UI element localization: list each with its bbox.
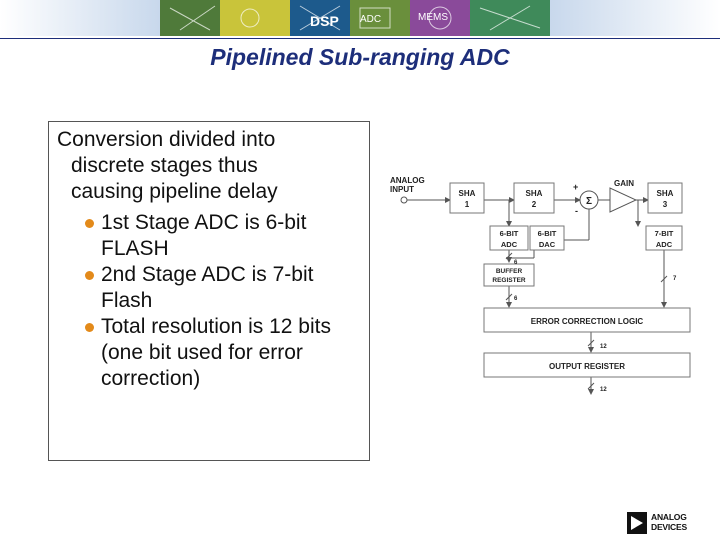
bullet-dot (85, 219, 94, 228)
header-rule (0, 38, 720, 39)
bullet-line: Flash (101, 289, 153, 312)
error-correction-logic-block: ERROR CORRECTION LOGIC (483, 307, 691, 333)
bullet-line: correction) (101, 367, 201, 390)
svg-text:Σ: Σ (586, 196, 592, 207)
header-banner: DSP ADC MEMS (0, 0, 720, 36)
svg-text:ANALOG: ANALOG (390, 176, 425, 185)
adc2-block: 7-BIT ADC (645, 225, 683, 251)
sha2-block: SHA 2 (513, 182, 555, 214)
bullet-line: 2nd Stage ADC is 7-bit (101, 263, 314, 286)
bullet-line: 1st Stage ADC is 6-bit (101, 211, 307, 234)
analog-devices-logo: ANALOG DEVICES (627, 512, 707, 536)
banner-dsp-label: DSP (310, 13, 339, 29)
output-register-block: OUTPUT REGISTER (483, 352, 691, 378)
intro-line: Conversion divided into (57, 128, 276, 151)
logo-wordmark: ANALOG DEVICES (651, 512, 687, 532)
svg-text:SHA: SHA (657, 189, 674, 198)
svg-text:ADC: ADC (501, 240, 518, 249)
bullet-dot (85, 323, 94, 332)
bus-width-label: 7 (673, 276, 677, 282)
svg-text:-: - (575, 206, 578, 216)
pipeline-adc-diagram: ANALOG INPUT SHA 1 SHA 2 Σ + - GAIN SHA … (384, 170, 700, 400)
intro-line: causing pipeline delay (71, 180, 278, 203)
svg-text:7-BIT: 7-BIT (655, 229, 674, 238)
bullet-line: (one bit used for error (101, 341, 303, 364)
bus-width-label: 6 (514, 296, 518, 302)
svg-text:INPUT: INPUT (390, 185, 414, 194)
sha1-block: SHA 1 (449, 182, 485, 214)
bus-width-label: 12 (600, 344, 607, 350)
svg-text:6-BIT: 6-BIT (538, 229, 557, 238)
analog-input-label: ANALOG INPUT (390, 176, 425, 194)
svg-text:SHA: SHA (526, 189, 543, 198)
svg-text:1: 1 (465, 200, 470, 209)
svg-text:OUTPUT REGISTER: OUTPUT REGISTER (549, 362, 625, 371)
bullet-line: Total resolution is 12 bits (101, 315, 331, 338)
banner-mems-label: MEMS (418, 12, 448, 23)
sha3-block: SHA 3 (647, 182, 683, 214)
logo-line-2: DEVICES (651, 522, 687, 532)
banner-adc-label: ADC (360, 14, 381, 25)
svg-text:GAIN: GAIN (614, 179, 634, 188)
bus-width-label: 12 (600, 387, 607, 393)
gain-amplifier: GAIN (609, 179, 638, 213)
slide-title: Pipelined Sub-ranging ADC (210, 44, 510, 70)
svg-text:ERROR CORRECTION LOGIC: ERROR CORRECTION LOGIC (531, 317, 644, 326)
adc1-block: 6-BIT ADC (489, 225, 529, 251)
svg-text:3: 3 (663, 200, 668, 209)
bullet-dot (85, 271, 94, 280)
svg-text:REGISTER: REGISTER (492, 277, 526, 284)
summing-junction: Σ + - (573, 182, 599, 216)
bus-width-label: 6 (514, 260, 518, 266)
content-box: Conversion divided into discrete stages … (48, 121, 370, 461)
intro-line: discrete stages thus (71, 154, 258, 177)
svg-text:+: + (573, 182, 578, 192)
bullet-line: FLASH (101, 237, 169, 260)
svg-text:SHA: SHA (459, 189, 476, 198)
svg-text:ADC: ADC (656, 240, 673, 249)
dac-block: 6-BIT DAC (529, 225, 565, 251)
svg-text:DAC: DAC (539, 240, 556, 249)
buffer-register-block: BUFFER REGISTER (483, 263, 535, 287)
svg-text:2: 2 (532, 200, 537, 209)
logo-triangle-icon (627, 512, 647, 534)
svg-text:BUFFER: BUFFER (496, 268, 523, 275)
logo-line-1: ANALOG (651, 512, 687, 522)
svg-text:6-BIT: 6-BIT (500, 229, 519, 238)
